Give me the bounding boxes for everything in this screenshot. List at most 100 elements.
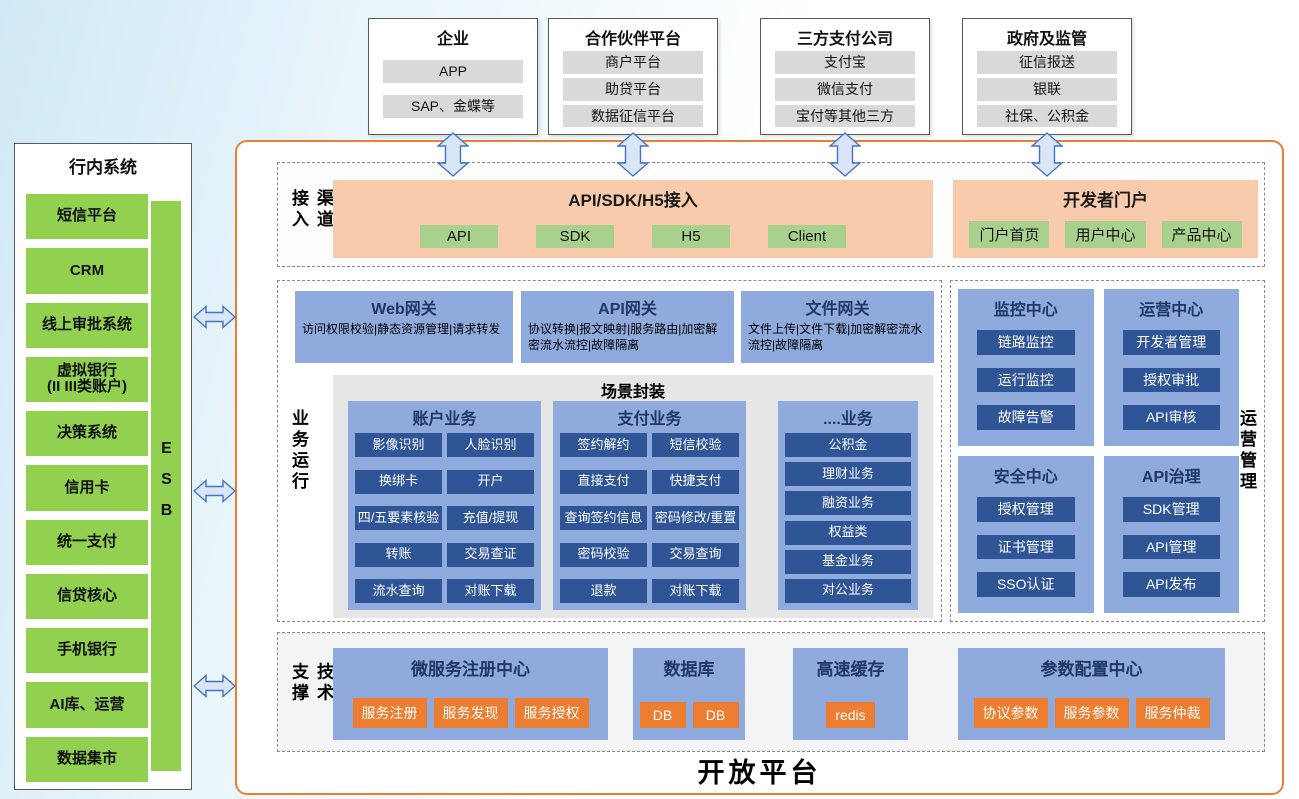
top-connector-arrow-3: [829, 132, 861, 177]
file-gateway-box: 文件网关 文件上传|文件下载|加密解密流水流控|故障隔离: [741, 291, 934, 363]
external-item: 助贷平台: [563, 77, 703, 101]
service-chip: 权益类: [785, 520, 911, 545]
service-chip: 转账: [355, 542, 442, 567]
parameter-config-title: 参数配置中心: [1040, 660, 1143, 679]
file-gateway-desc: 文件上传|文件下载|加密解密流水流控|故障隔离: [748, 322, 923, 352]
microservice-registry-title: 微服务注册中心: [411, 660, 530, 679]
service-chip: 影像识别: [355, 433, 442, 457]
developer-portal-title: 开发者门户: [1063, 191, 1148, 210]
redis-chip: redis: [826, 702, 875, 728]
center-chip: 运行监控: [977, 367, 1075, 393]
service-chip: 密码修改/重置: [652, 506, 739, 530]
payment-business-column: 支付业务 签约解约 短信校验 直接支付 快捷支付 查询签约信息 密码修改/重置 …: [553, 401, 746, 610]
protocol-params-chip: 协议参数: [973, 698, 1048, 728]
api-governance-items: SDK管理 API管理 API发布: [1110, 487, 1234, 605]
microservice-registry-buttons: 服务注册 服务发现 服务授权: [333, 698, 608, 728]
service-chip: 基金业务: [785, 549, 911, 574]
product-center-button: 产品中心: [1161, 221, 1242, 248]
section-business-running: 业务运行 Web网关 访问权限校验|静态资源管理|请求转发 API网关 协议转换…: [277, 280, 942, 622]
center-chip: 链路监控: [977, 330, 1075, 355]
center-chip: SSO认证: [977, 572, 1075, 597]
service-auth-chip: 服务授权: [514, 698, 589, 728]
api-governance-panel: API治理 SDK管理 API管理 API发布: [1103, 456, 1239, 613]
api-gateway-box: API网关 协议转换|报文映射|服务路由|加密解密流水流控|故障隔离: [521, 291, 734, 363]
other-business-column: ....业务 公积金 理财业务 融资业务 权益类 基金业务 对公业务: [778, 401, 918, 610]
service-chip: 公积金: [785, 433, 911, 457]
service-chip: 对公业务: [785, 578, 911, 603]
center-chip: 授权审批: [1122, 367, 1220, 393]
business-running-label: 业务运行: [289, 409, 308, 493]
service-chip: 短信校验: [652, 433, 739, 457]
service-chip: 换绑卡: [355, 469, 442, 494]
account-business-grid: 影像识别 人脸识别 换绑卡 开户 四/五要素核验 充值/提现 转账 交易查证 流…: [355, 433, 534, 603]
service-params-chip: 服务参数: [1054, 698, 1129, 728]
top-connector-arrow-2: [617, 132, 649, 177]
bank-system-item: 数据集市: [26, 736, 148, 782]
external-box-title: 三方支付公司: [796, 31, 893, 48]
bank-system-item: 线上审批系统: [26, 302, 148, 348]
cache-buttons: redis: [793, 702, 908, 728]
external-item: APP: [383, 59, 523, 83]
client-button: Client: [768, 225, 846, 248]
external-item: SAP、金蝶等: [383, 95, 523, 119]
bank-system-item: 手机银行: [26, 628, 148, 674]
tech-support-label: 技术支撑: [289, 662, 333, 705]
microservice-registry-panel: 微服务注册中心 服务注册 服务发现 服务授权: [333, 648, 608, 740]
service-chip: 开户: [447, 469, 534, 494]
bank-system-item: 短信平台: [26, 194, 148, 240]
monitoring-center-panel: 监控中心 链路监控 运行监控 故障告警: [958, 289, 1094, 446]
monitoring-center-title: 监控中心: [993, 302, 1058, 319]
parameter-config-panel: 参数配置中心 协议参数 服务参数 服务仲裁: [958, 648, 1225, 740]
bank-system-item: 信用卡: [26, 465, 148, 511]
user-center-button: 用户中心: [1065, 221, 1146, 248]
bank-internal-systems-panel: 行内系统 短信平台 CRM 线上审批系统 虚拟银行 (II III类账户) 决策…: [14, 143, 192, 790]
external-box-third-party-payment: 三方支付公司 支付宝 微信支付 宝付等其他三方: [760, 18, 930, 135]
developer-portal-box: 开发者门户 门户首页 用户中心 产品中心: [953, 180, 1258, 258]
security-center-panel: 安全中心 授权管理 证书管理 SSO认证: [958, 456, 1094, 613]
bank-system-item: CRM: [26, 248, 148, 294]
account-business-title: 账户业务: [412, 411, 477, 428]
external-box-partner-platform: 合作伙伴平台 商户平台 助贷平台 数据征信平台: [548, 18, 718, 135]
service-chip: 融资业务: [785, 491, 911, 516]
service-discovery-chip: 服务发现: [433, 698, 508, 728]
bank-system-item: 虚拟银行 (II III类账户): [26, 356, 148, 403]
top-connector-arrow-4: [1031, 132, 1063, 177]
api-governance-title: API治理: [1141, 469, 1201, 486]
service-chip: 流水查询: [355, 579, 442, 603]
service-chip: 对账下载: [652, 579, 739, 603]
service-chip: 四/五要素核验: [355, 506, 442, 530]
security-center-items: 授权管理 证书管理 SSO认证: [964, 487, 1088, 605]
section-operations-management: 运营管理 监控中心 链路监控 运行监控 故障告警 运营中心 开发者管理 授权审批: [950, 280, 1265, 622]
external-item: 支付宝: [775, 51, 915, 74]
external-box-title: 企业: [436, 31, 469, 48]
external-box-title: 合作伙伴平台: [584, 31, 681, 48]
file-gateway-title: 文件网关: [805, 301, 870, 318]
external-item: 征信报送: [977, 51, 1117, 74]
other-business-grid: 公积金 理财业务 融资业务 权益类 基金业务 对公业务: [785, 433, 911, 603]
open-platform-title: 开放平台: [697, 758, 822, 788]
operations-management-label: 运营管理: [1237, 409, 1256, 493]
db-chip: DB: [692, 702, 739, 728]
api-sdk-h5-access-box: API/SDK/H5接入 API SDK H5 Client: [333, 180, 933, 258]
sdk-button: SDK: [536, 225, 614, 248]
database-panel: 数据库 DB DB: [633, 648, 745, 740]
external-item: 社保、公积金: [977, 104, 1117, 128]
operations-center-title: 运营中心: [1139, 302, 1204, 319]
payment-business-grid: 签约解约 短信校验 直接支付 快捷支付 查询签约信息 密码修改/重置 密码校验 …: [560, 433, 739, 603]
top-connector-arrow-1: [437, 132, 469, 177]
service-chip: 人脸识别: [447, 433, 534, 457]
operations-center-items: 开发者管理 授权审批 API审核: [1110, 320, 1234, 438]
management-centers-grid: 监控中心 链路监控 运行监控 故障告警 运营中心 开发者管理 授权审批 API审…: [958, 289, 1239, 613]
external-box-items: APP SAP、金蝶等: [383, 51, 523, 127]
bank-system-item: AI库、运营: [26, 682, 148, 728]
center-chip: 故障告警: [977, 405, 1075, 430]
external-item: 银联: [977, 77, 1117, 101]
service-arbitration-chip: 服务仲裁: [1135, 698, 1210, 728]
open-platform-container: 渠道接入 API/SDK/H5接入 API SDK H5 Client 开发者门…: [235, 140, 1284, 795]
external-item: 数据征信平台: [563, 104, 703, 128]
service-chip: 快捷支付: [652, 469, 739, 494]
cache-panel: 高速缓存 redis: [793, 648, 908, 740]
portal-home-button: 门户首页: [969, 221, 1050, 248]
bank-systems-list: 短信平台 CRM 线上审批系统 虚拟银行 (II III类账户) 决策系统 信用…: [26, 194, 148, 782]
